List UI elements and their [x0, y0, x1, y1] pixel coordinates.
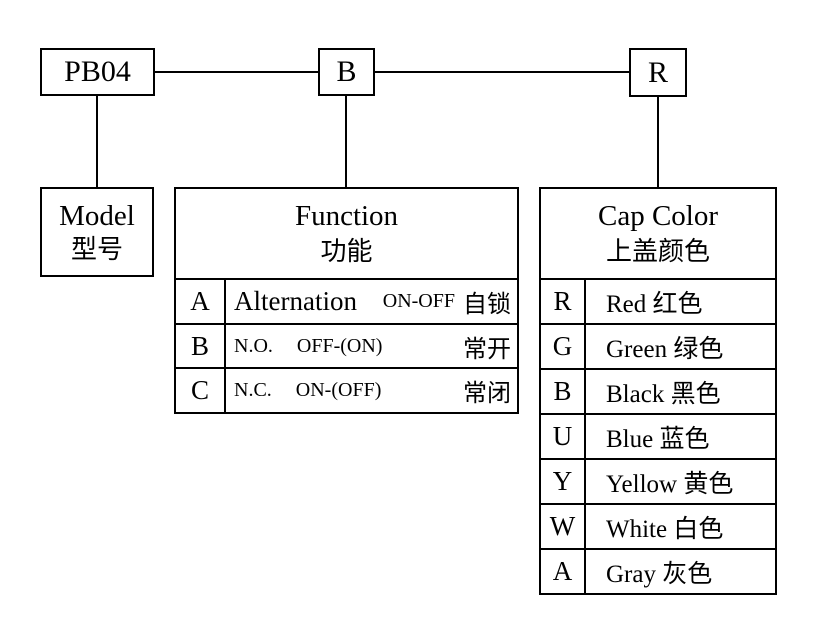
function-row-b-mode: OFF-(ON): [296, 334, 383, 357]
cap-color-row-a: A Gray 灰色: [541, 548, 775, 593]
code-box-function: B: [318, 48, 375, 96]
code-box-model-label: PB04: [64, 55, 131, 88]
cap-color-row-a-label: Gray 灰色: [606, 560, 713, 588]
connector-line-function-drop: [345, 96, 347, 187]
code-box-cap-color-label: R: [647, 55, 668, 89]
cap-color-row-g: G Green 绿色: [541, 323, 775, 368]
cap-color-row-y-label: Yellow 黄色: [606, 470, 734, 498]
function-row-b: B N.O. OFF-(ON) 常开: [176, 322, 517, 368]
function-row-b-code: B: [176, 324, 226, 368]
function-row-a-mode: ON-OFF: [382, 289, 455, 312]
function-row-b-content: N.O. OFF-(ON) 常开: [226, 325, 517, 368]
cap-color-row-g-code: G: [541, 325, 586, 368]
cap-color-row-u-label: Blue 蓝色: [606, 425, 710, 453]
function-row-a-zh: 自锁: [463, 291, 511, 318]
function-row-c-code: C: [176, 369, 226, 413]
function-row-c-desc: N.C.: [234, 379, 272, 402]
cap-color-row-b-code: B: [541, 370, 586, 413]
model-box: Model 型号: [40, 187, 154, 277]
cap-color-row-b-label: Black 黑色: [606, 380, 721, 408]
cap-color-title-en: Cap Color: [597, 200, 719, 232]
cap-color-row-b: B Black 黑色: [541, 368, 775, 413]
cap-color-row-w: W White 白色: [541, 503, 775, 548]
function-title-en: Function: [294, 200, 399, 232]
cap-color-row-u: U Blue 蓝色: [541, 413, 775, 458]
cap-color-table: Cap Color 上盖颜色 R Red 红色 G Green 绿色 B Bla…: [539, 187, 777, 595]
cap-color-title-zh: 上盖颜色: [605, 237, 710, 266]
cap-color-row-r-code: R: [541, 280, 586, 323]
function-table-header: Function 功能: [176, 189, 517, 278]
function-row-b-zh: 常开: [463, 336, 511, 363]
connector-line-cap-drop: [657, 97, 659, 187]
function-row-c-mode: ON-(OFF): [295, 379, 382, 402]
function-row-a-content: Alternation ON-OFF 自锁: [226, 280, 517, 323]
function-row-a-desc: Alternation: [234, 285, 357, 316]
connector-line-function-to-cap: [375, 71, 629, 73]
function-table: Function 功能 A Alternation ON-OFF 自锁 B N.…: [174, 187, 519, 414]
cap-color-row-r-label: Red 红色: [606, 290, 703, 318]
cap-color-row-u-code: U: [541, 415, 586, 458]
cap-color-row-y-code: Y: [541, 460, 586, 503]
cap-color-row-w-label: White 白色: [606, 515, 724, 543]
function-row-b-desc: N.O.: [234, 334, 273, 357]
cap-color-row-g-label: Green 绿色: [606, 335, 724, 363]
code-box-function-label: B: [336, 55, 357, 88]
function-row-a: A Alternation ON-OFF 自锁: [176, 278, 517, 323]
function-row-c-content: N.C. ON-(OFF) 常闭: [226, 369, 517, 412]
function-title-zh: 功能: [320, 237, 373, 266]
model-title-zh: 型号: [70, 234, 123, 264]
cap-color-row-y: Y Yellow 黄色: [541, 458, 775, 503]
function-row-a-code: A: [176, 280, 226, 323]
code-box-model: PB04: [40, 48, 155, 96]
function-row-c: C N.C. ON-(OFF) 常闭: [176, 367, 517, 413]
connector-line-model-drop: [96, 96, 98, 187]
connector-line-model-to-function: [155, 71, 318, 73]
code-box-cap-color: R: [629, 48, 687, 97]
cap-color-table-header: Cap Color 上盖颜色: [541, 189, 775, 278]
function-row-c-zh: 常闭: [463, 381, 511, 408]
model-title-en: Model: [59, 199, 135, 232]
cap-color-row-a-code: A: [541, 550, 586, 593]
cap-color-row-w-code: W: [541, 505, 586, 548]
cap-color-row-r: R Red 红色: [541, 278, 775, 323]
